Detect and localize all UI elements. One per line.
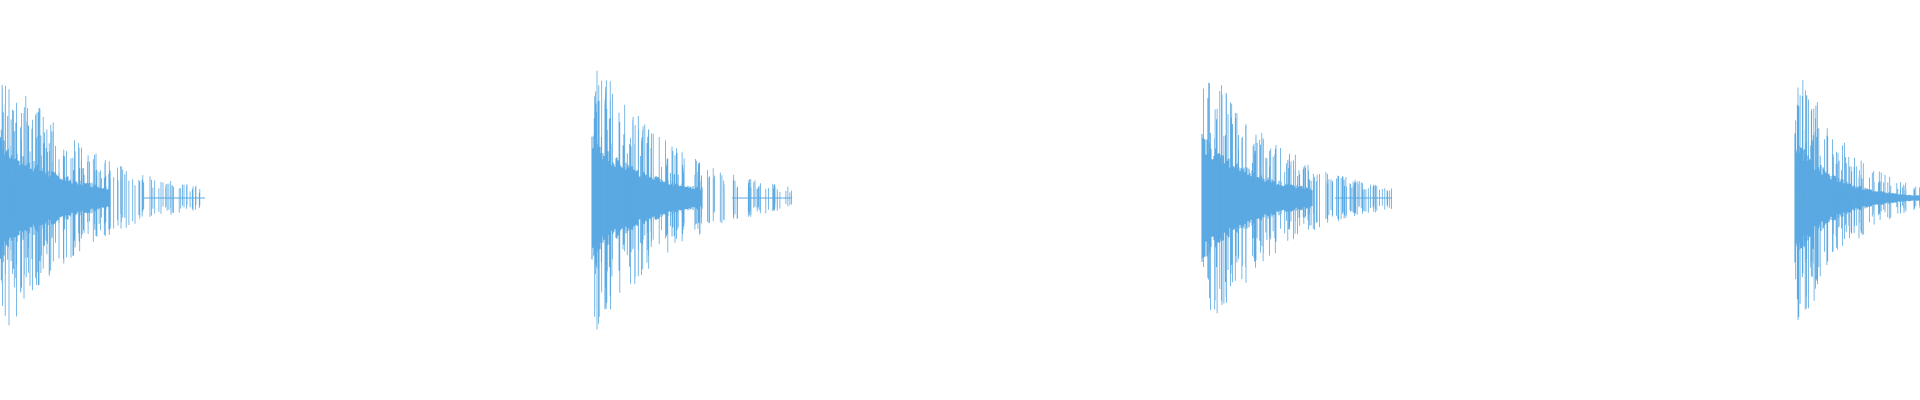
- waveform-transient: [0, 84, 201, 326]
- waveform-clip[interactable]: [0, 84, 205, 326]
- waveform-clip[interactable]: [1794, 79, 1920, 320]
- waveform-clip[interactable]: [1201, 82, 1392, 314]
- waveform-clip[interactable]: [591, 70, 792, 330]
